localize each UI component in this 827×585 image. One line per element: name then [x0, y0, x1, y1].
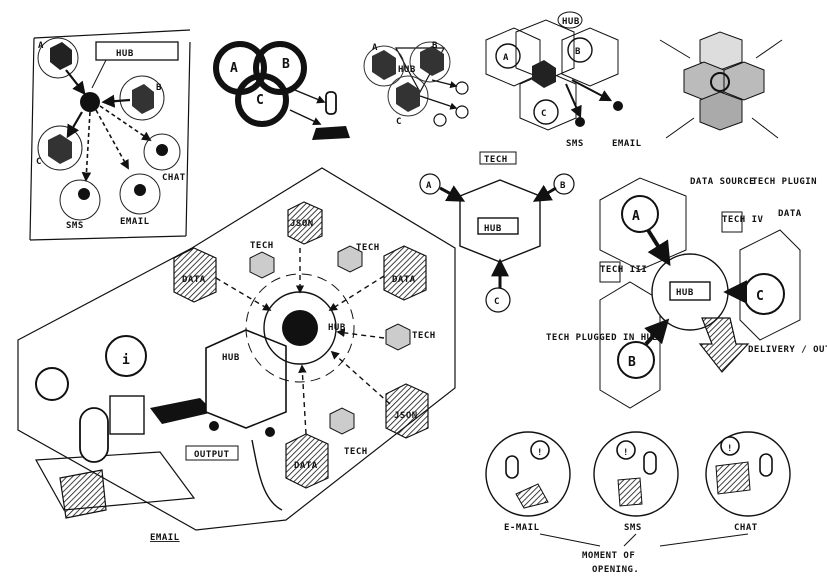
knot-b: B	[282, 57, 290, 72]
sketch-big-scene: i HUB HUB JSON DATA DATA JSON DATA TECH …	[17, 167, 456, 543]
building-hub-label: HUB	[484, 224, 502, 234]
channel-label-email: E-MAIL	[504, 523, 540, 533]
building-tech-label: TECH	[484, 155, 508, 165]
svg-text:!: !	[537, 448, 543, 458]
cube-b	[132, 84, 154, 114]
knot-a: A	[230, 61, 238, 76]
sketch-hub-building: TECH HUB A B C	[419, 151, 575, 313]
lightbulb-icon	[35, 367, 69, 401]
sketch-cube-triangle: A B C HUB	[363, 41, 469, 127]
json-label-2: JSON	[394, 411, 418, 421]
building-b: B	[560, 181, 566, 191]
building-a: A	[426, 181, 432, 191]
data-label-1: DATA	[182, 275, 206, 285]
svg-text:!: !	[727, 444, 733, 454]
svg-text:i: i	[122, 353, 130, 368]
ring-hub-label: HUB	[676, 288, 694, 298]
knot-c: C	[256, 93, 264, 108]
svg-text:!: !	[623, 448, 629, 458]
info-icon	[105, 335, 147, 377]
sketch-knot: A B C	[213, 41, 350, 140]
cube-c	[48, 134, 72, 164]
sketch-moment-of-opening: ! ! ! E-MAIL SMS CHAT MOMENT OF OPENING.	[485, 431, 791, 575]
chat-label: CHAT	[162, 173, 186, 183]
hex-hub: HUB	[562, 17, 580, 27]
tech-label-2: TECH	[356, 243, 380, 253]
tech-label-1: TECH	[250, 241, 274, 251]
tri-a: A	[372, 43, 378, 53]
alert-icon-chat	[720, 436, 740, 456]
tri-hub: HUB	[398, 65, 416, 75]
hex-sms: SMS	[566, 139, 584, 149]
json-label: JSON	[290, 219, 314, 229]
email-label: EMAIL	[120, 217, 150, 227]
big-hub-label: HUB	[328, 323, 346, 333]
sms-label: SMS	[66, 221, 84, 231]
node-a-label: A	[38, 41, 44, 51]
caption-line-2: OPENING.	[592, 565, 639, 575]
big-hub-node	[282, 310, 318, 346]
sketch-hub-network: HUB A B C CHAT SMS EMAIL	[29, 29, 191, 241]
data-label-2: DATA	[392, 275, 416, 285]
tri-b: B	[432, 41, 438, 51]
node-b-label: B	[156, 83, 162, 93]
data-label-3: DATA	[294, 461, 318, 471]
hex-b: B	[575, 47, 581, 57]
ring-a: A	[632, 209, 640, 224]
ring-delivery: DELIVERY / OUTPUT.	[748, 345, 827, 355]
hex-email: EMAIL	[612, 139, 642, 149]
email-caption: EMAIL	[150, 533, 180, 543]
channel-label-chat: CHAT	[734, 523, 758, 533]
tech-label-4: TECH	[344, 447, 368, 457]
ring-data-source: DATA SOURCE	[690, 177, 755, 187]
output-label: OUTPUT	[194, 450, 230, 460]
hex-a: A	[503, 53, 509, 63]
hub-label-box	[95, 41, 179, 61]
alert-icon-sms	[616, 440, 636, 460]
ring-tech-iii: TECH III	[600, 265, 647, 275]
ring-tech-plugged: TECH PLUGGED IN HUB.	[546, 333, 664, 343]
sketch-ring-hub: HUB A C B TECH IV TECH III DATA SOURCE T…	[546, 177, 827, 409]
person-desk: i	[35, 335, 214, 519]
hub-label: HUB	[116, 49, 134, 59]
ring-data: DATA	[778, 209, 802, 219]
alert-icon-email	[530, 440, 550, 460]
caption-line-1: MOMENT OF	[582, 551, 635, 561]
ring-c: C	[756, 289, 764, 304]
cube-a	[50, 42, 72, 70]
channel-label-sms: SMS	[624, 523, 642, 533]
hub-node	[80, 92, 100, 112]
hex-c: C	[541, 109, 547, 119]
big-hub-box-label: HUB	[222, 353, 240, 363]
ring-b: B	[628, 355, 636, 370]
building-c: C	[494, 297, 500, 307]
ring-tech-plugin: TECH PLUGIN	[752, 177, 817, 187]
tech-label-3: TECH	[412, 331, 436, 341]
sketch-hex-cluster: A B C HUB SMS EMAIL	[485, 11, 642, 149]
channel-sms-circle	[593, 431, 679, 517]
tri-c: C	[396, 117, 402, 127]
node-c-label: C	[36, 157, 42, 167]
sketch-block-cluster	[659, 31, 783, 139]
ring-tech-iv: TECH IV	[722, 215, 764, 225]
